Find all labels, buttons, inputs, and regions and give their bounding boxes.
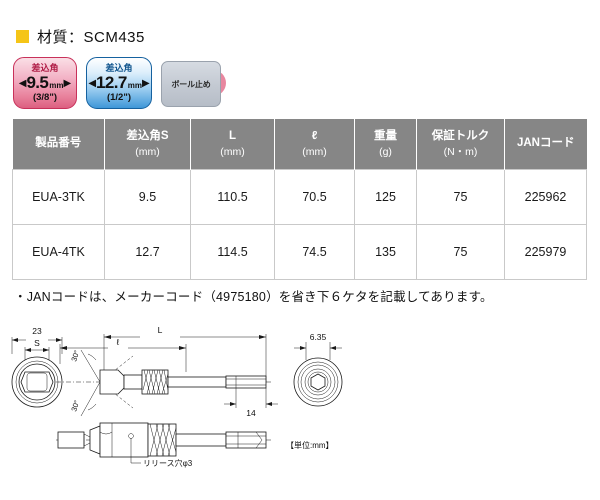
extension-lower-view: リリース穴φ3 [56,422,272,468]
cell-jan: 225962 [504,169,587,225]
badge-unit: mm [49,80,64,90]
cell-product-no: EUA-4TK [12,224,105,280]
knurl-hatch [142,369,169,395]
technical-drawing: 23 S 30° 30° L [0,320,600,485]
badge-group: 差込角 ◀ 9.5 mm ▶ (3/8") 差込角 ◀ 12.7 mm ▶ (1… [13,57,235,109]
badge-bottom-label: (1/2") [106,91,132,103]
extension-upper-view: L ℓ 14 [56,325,278,418]
column-header-product-no: 製品番号 [12,119,105,170]
knurl-hatch-lower [149,423,177,457]
dim-L-label: L [158,325,163,335]
header-main: ℓ [311,130,318,143]
header-main: 製品番号 [35,137,82,150]
header-sub: (mm) [302,145,327,158]
cell-torque: 75 [416,169,505,225]
header-main: JANコード [516,137,575,150]
right-arrow-icon: ▶ [63,77,72,89]
column-header-weight: 重量 (g) [354,119,417,170]
header-main: 重量 [374,130,397,143]
dim-angle-top: 30° [69,349,81,363]
header-main: L [228,130,237,143]
column-header-length-l: ℓ (mm) [274,119,355,170]
release-hole-label: リリース穴φ3 [143,458,193,468]
cell-torque: 75 [416,224,505,280]
material-label: 材質：SCM435 [37,29,145,46]
cell-weight: 125 [354,169,417,225]
header-main: 保証トルク [431,130,490,143]
dim-outer-label: 23 [32,326,42,336]
cell-jan: 225979 [504,224,587,280]
jan-code-note: ・JANコードは、メーカーコード（4975180）を省き下６ケタを記載してありま… [14,290,493,304]
left-arrow-icon: ◀ [88,77,97,89]
socket-end-view: 23 S [11,326,63,408]
badge-value: 9.5 [26,72,49,92]
badge-ball-lock: ボール止め [161,61,221,107]
cell-product-no: EUA-3TK [12,169,105,225]
dim-square-label: S [34,338,40,348]
units-label: 【単位:mm】 [286,440,334,450]
column-header-drive-s: 差込角S (mm) [104,119,191,170]
dim-l-label: ℓ [116,337,120,347]
badge-unit: mm [127,80,142,90]
badge-top-label: 差込角 [31,62,59,73]
table-header-row: 製品番号 差込角S (mm) L (mm) ℓ (mm) 重量 (g) 保証トル… [12,119,587,170]
dim-angle-bottom: 30° [69,399,81,413]
cell-weight: 135 [354,224,417,280]
badge-drive-size-9.5: 差込角 ◀ 9.5 mm ▶ (3/8") [13,57,77,109]
material-row: 材質：SCM435 [16,26,145,47]
cell-length-L: 110.5 [190,169,275,225]
angle-callouts: 30° 30° [69,349,134,417]
right-arrow-icon: ▶ [141,77,150,89]
badge-bottom-label: (3/8") [32,91,58,103]
cell-drive-s: 12.7 [104,224,191,280]
badge-ball-lock-label: ボール止め [171,79,211,89]
column-header-length-L: L (mm) [190,119,275,170]
dim-14-label: 14 [246,408,256,418]
spec-table: 製品番号 差込角S (mm) L (mm) ℓ (mm) 重量 (g) 保証トル… [12,119,587,280]
badge-top-label: 差込角 [105,62,133,73]
material-marker-icon [16,30,29,43]
cell-drive-s: 9.5 [104,169,191,225]
header-sub: (N・m) [443,145,478,158]
release-hole-circle [128,433,134,439]
left-arrow-icon: ◀ [18,77,27,89]
cell-length-l: 74.5 [274,224,355,280]
badge-value-row: ◀ 12.7 mm ▶ [88,74,149,91]
badge-value-row: ◀ 9.5 mm ▶ [19,74,71,91]
badge-drive-size-12.7: 差込角 ◀ 12.7 mm ▶ (1/2") [86,57,152,109]
header-sub: (g) [379,145,392,158]
header-sub: (mm) [135,145,160,158]
dim-635-label: 6.35 [310,332,327,342]
bit-end-view: 6.35 [293,332,343,407]
header-sub: (mm) [220,145,245,158]
cell-length-l: 70.5 [274,169,355,225]
column-header-torque: 保証トルク (N・m) [416,119,505,170]
badge-ball-lock-wrap: ボール止め [161,57,235,109]
table-row: EUA-3TK 9.5 110.5 70.5 125 75 225962 [12,169,587,225]
cell-length-L: 114.5 [190,224,275,280]
table-row: EUA-4TK 12.7 114.5 74.5 135 75 225979 [12,224,587,280]
column-header-jan: JANコード [504,119,587,170]
badge-value: 12.7 [96,72,127,92]
header-main: 差込角S [126,130,169,143]
